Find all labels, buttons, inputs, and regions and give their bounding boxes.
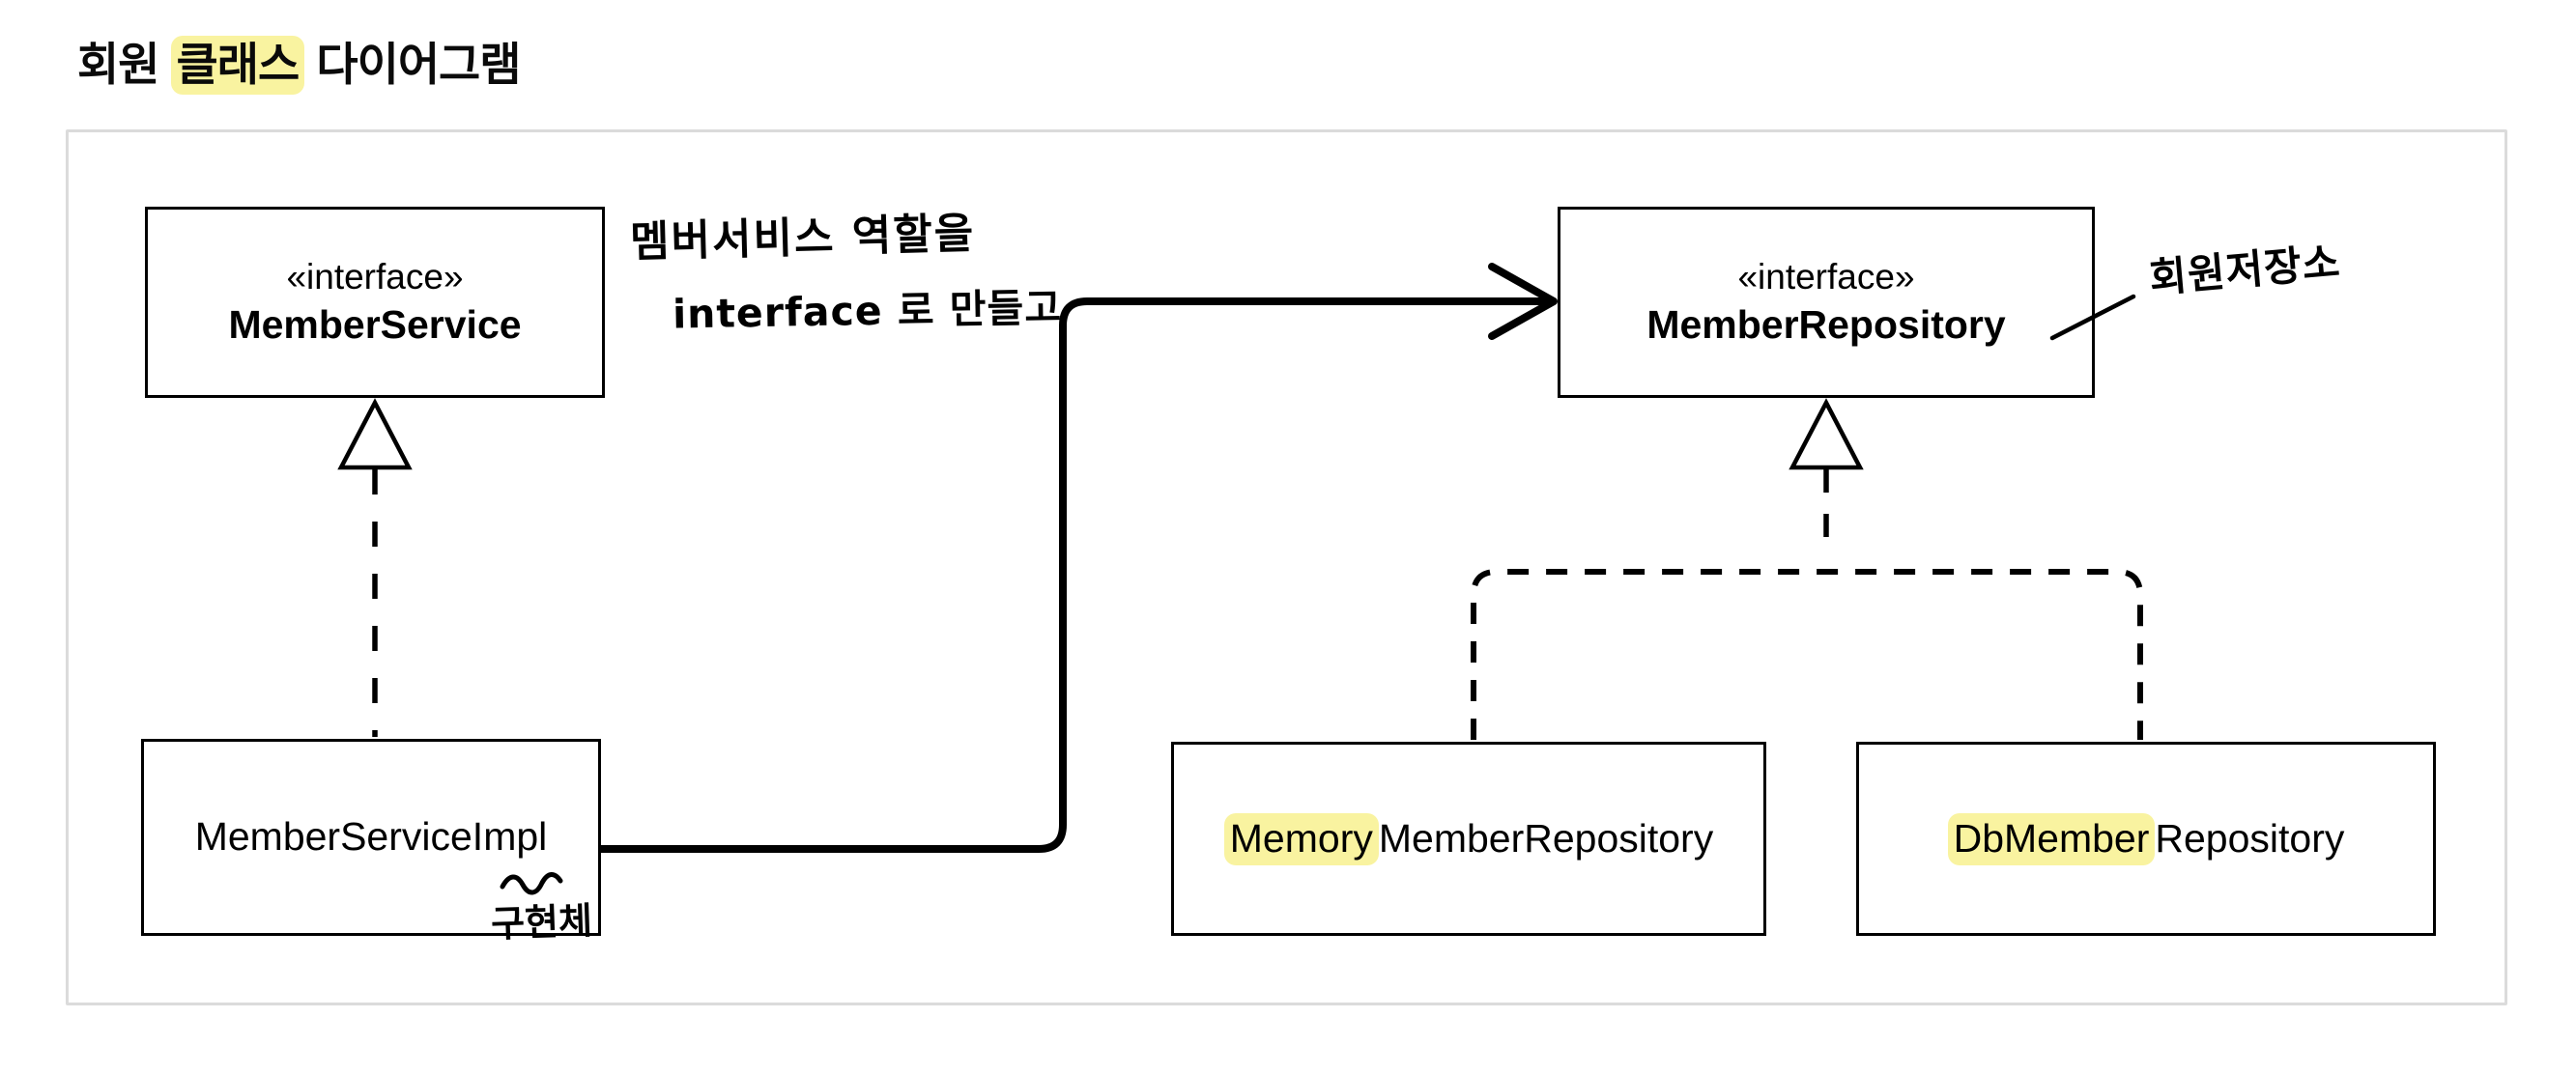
label-rest: MemberRepository — [1378, 815, 1714, 861]
dependency-line — [601, 297, 1550, 853]
handwritten-note-service-line1: 멤버서비스 역할을 — [629, 209, 976, 268]
label-rest: Repository — [2155, 815, 2345, 861]
title-post: 다이어그램 — [304, 39, 521, 90]
handwritten-note-service-line2: interface 로 만들고 — [672, 284, 1063, 338]
hollow-triangle-icon-repository — [1789, 398, 1864, 470]
class-box-member-service-impl: MemberServiceImpl — [141, 739, 601, 936]
stereotype-label: «interface» — [286, 257, 464, 297]
label-highlight: DbMember — [1947, 812, 2156, 865]
class-box-member-service: «interface» MemberService — [145, 207, 605, 398]
hollow-triangle-icon-service — [337, 398, 413, 470]
class-box-member-repository: «interface» MemberRepository — [1558, 207, 2095, 398]
label-highlight: Memory — [1223, 812, 1379, 865]
realization-branch-memory-db — [1471, 569, 2143, 740]
page-title: 회원 클래스 다이어그램 — [77, 27, 522, 95]
class-name-label: MemberServiceImpl — [194, 814, 548, 860]
open-arrowhead-icon — [1488, 263, 1558, 340]
title-highlight: 클래스 — [170, 36, 305, 95]
class-name-label: MemberService — [228, 301, 522, 347]
title-pre: 회원 — [77, 39, 171, 90]
stereotype-label: «interface» — [1737, 257, 1915, 297]
handwritten-note-impl: 구현체 — [490, 899, 593, 946]
class-name-label: MemberRepository — [1646, 301, 2006, 347]
